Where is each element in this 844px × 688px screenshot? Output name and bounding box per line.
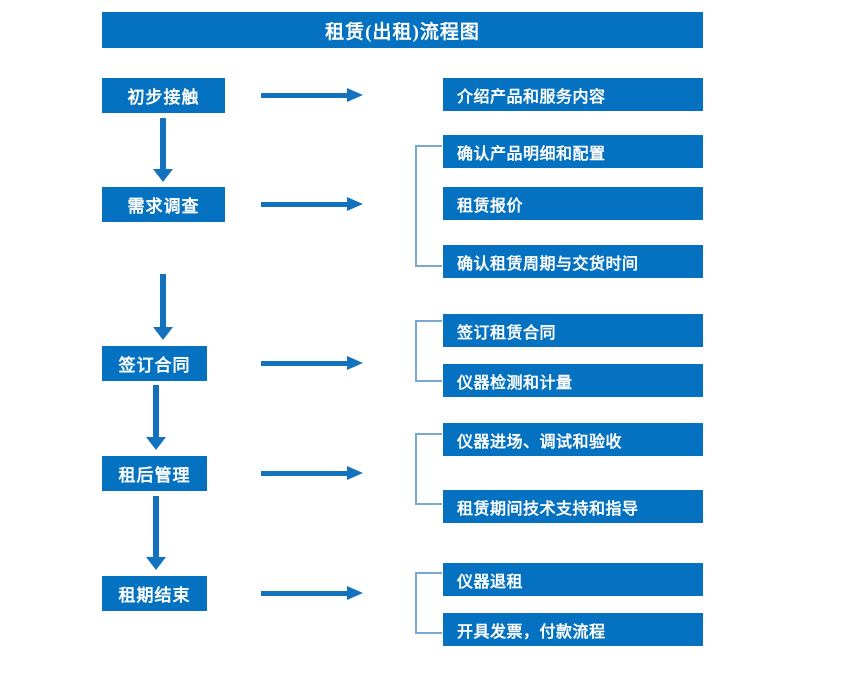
detail-box-5[interactable]: 签订租赁合同 — [443, 314, 703, 347]
detail-box-4[interactable]: 确认租赁周期与交货时间 — [443, 245, 703, 278]
detail-box-7[interactable]: 仪器进场、调试和验收 — [443, 423, 703, 456]
horizontal-arrow-5 — [261, 586, 363, 600]
detail-box-2[interactable]: 确认产品明细和配置 — [443, 135, 703, 168]
vertical-arrow-1 — [153, 118, 173, 182]
detail-box-9[interactable]: 仪器退租 — [443, 563, 703, 596]
horizontal-arrow-3 — [261, 356, 363, 370]
stage-box-2[interactable]: 需求调查 — [102, 187, 225, 222]
bracket-group-3 — [415, 320, 442, 382]
bracket-group-5 — [415, 572, 442, 634]
detail-box-3[interactable]: 租赁报价 — [443, 187, 703, 220]
vertical-arrow-4 — [146, 496, 166, 571]
bracket-group-4 — [415, 433, 442, 505]
chart-title: 租赁(出租)流程图 — [102, 12, 703, 48]
horizontal-arrow-1 — [261, 88, 363, 102]
detail-box-8[interactable]: 租赁期间技术支持和指导 — [443, 490, 703, 523]
bracket-group-2 — [415, 145, 442, 267]
stage-box-1[interactable]: 初步接触 — [102, 78, 225, 113]
vertical-arrow-2 — [153, 274, 173, 341]
stage-box-3[interactable]: 签订合同 — [102, 346, 207, 381]
detail-box-6[interactable]: 仪器检测和计量 — [443, 364, 703, 397]
horizontal-arrow-4 — [261, 466, 363, 480]
stage-box-5[interactable]: 租期结束 — [102, 576, 207, 611]
stage-box-4[interactable]: 租后管理 — [102, 456, 207, 491]
detail-box-10[interactable]: 开具发票，付款流程 — [443, 613, 703, 646]
horizontal-arrow-2 — [261, 197, 363, 211]
vertical-arrow-3 — [146, 385, 166, 451]
detail-box-1[interactable]: 介绍产品和服务内容 — [443, 78, 703, 111]
